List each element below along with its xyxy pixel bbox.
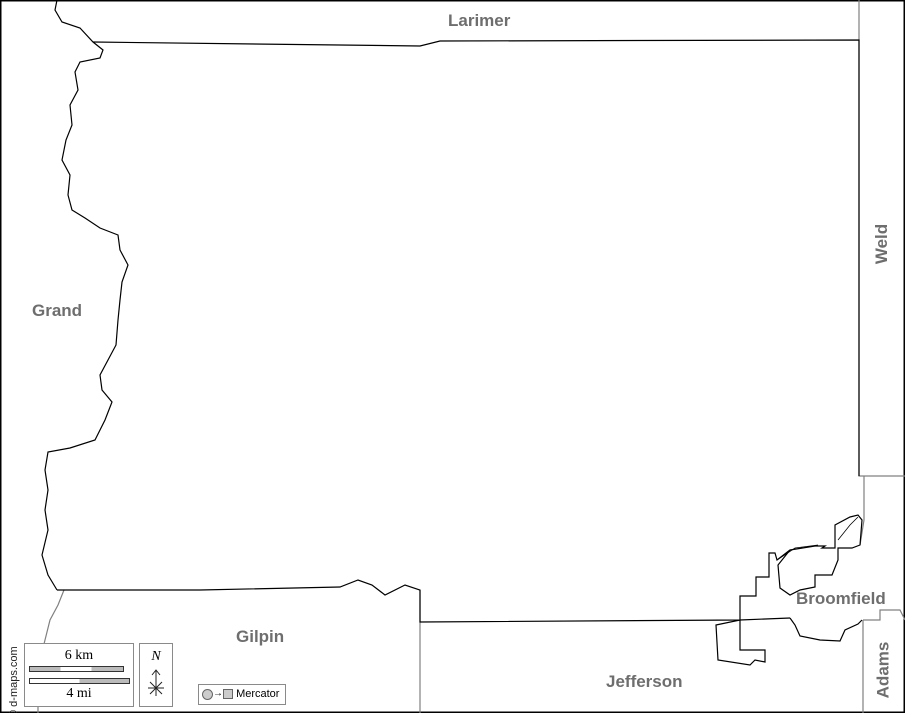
compass-icon <box>148 669 164 696</box>
adams-boundary <box>862 609 905 713</box>
broomfield-boundary <box>715 514 863 666</box>
label-gilpin: Gilpin <box>236 627 285 646</box>
scale-mi-bar <box>29 678 130 684</box>
square-icon <box>223 689 233 699</box>
county-west-boundary <box>41 0 129 591</box>
projection-label: Mercator <box>236 688 280 700</box>
scale-km-label: 6 km <box>64 648 94 663</box>
scale-km-bar <box>29 666 124 672</box>
projection-box: → Mercator <box>198 684 286 705</box>
county-south-boundary <box>57 579 791 623</box>
label-larimer: Larimer <box>448 11 511 30</box>
arrow-icon: → <box>213 688 223 699</box>
scale-mi-label: 4 mi <box>66 686 92 701</box>
circle-icon <box>202 689 213 700</box>
label-jefferson: Jefferson <box>606 672 683 691</box>
label-broomfield: Broomfield <box>796 589 886 608</box>
scale-bar: 6 km 4 mi <box>24 643 134 707</box>
label-weld: Weld <box>872 223 892 265</box>
label-grand: Grand <box>32 301 83 320</box>
county-north-boundary <box>92 39 860 476</box>
weld-adams-boundary <box>859 476 865 546</box>
north-arrow: N <box>139 643 173 707</box>
north-label: N <box>151 649 161 664</box>
credit-text: © d-maps.com <box>8 646 20 713</box>
label-adams: Adams <box>873 641 893 699</box>
